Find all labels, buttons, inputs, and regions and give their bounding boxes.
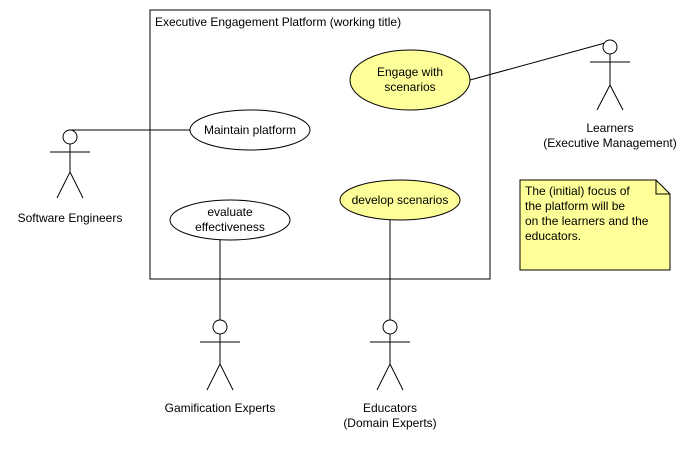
note-line: educators. (525, 229, 582, 243)
use-case-evaluate-line1: evaluate (207, 205, 253, 219)
use-case-develop-text: develop scenarios (351, 192, 449, 207)
note-box (519, 179, 671, 271)
actor-learners-role: (Executive Management) (543, 136, 677, 150)
association-learners-engage (469, 42, 606, 81)
note-line: the platform will be (525, 199, 626, 213)
use-case-evaluate-label[interactable]: evaluate effectiveness (170, 200, 290, 240)
actor-software-engineers[interactable] (50, 129, 90, 199)
use-case-engage-line1: Engage with (376, 65, 444, 79)
use-case-evaluate-line2: effectiveness (195, 220, 265, 234)
use-case-engage-line2: scenarios (384, 80, 436, 94)
use-case-engage-label[interactable]: Engage with scenarios (350, 50, 470, 110)
use-case-develop-scenarios[interactable] (339, 179, 461, 221)
actor-gamification-experts[interactable] (200, 319, 240, 391)
use-case-maintain-platform[interactable] (189, 109, 311, 151)
actor-educators-name: Educators (362, 401, 418, 415)
use-case-develop-label[interactable]: develop scenarios (340, 180, 460, 220)
note-line: The (initial) focus of (525, 184, 630, 198)
system-boundary-title: Executive Engagement Platform (working t… (155, 15, 402, 29)
actor-educators-role: (Domain Experts) (343, 416, 437, 430)
use-case-engage-scenarios[interactable] (349, 49, 471, 111)
actor-engineers-name: Software Engineers (17, 211, 123, 225)
use-case-maintain-label[interactable]: Maintain platform (190, 110, 310, 150)
actor-learners[interactable] (590, 39, 630, 111)
note-text: The (initial) focus of the platform will… (525, 184, 665, 244)
actor-learners-name: Learners (586, 121, 634, 135)
note-fold (655, 180, 670, 195)
actor-gamification-name: Gamification Experts (164, 401, 276, 415)
actor-educators[interactable] (370, 319, 410, 391)
note-line: on the learners and the (525, 214, 649, 228)
use-case-maintain-text: Maintain platform (203, 122, 297, 137)
use-case-evaluate-effectiveness[interactable] (169, 199, 291, 241)
